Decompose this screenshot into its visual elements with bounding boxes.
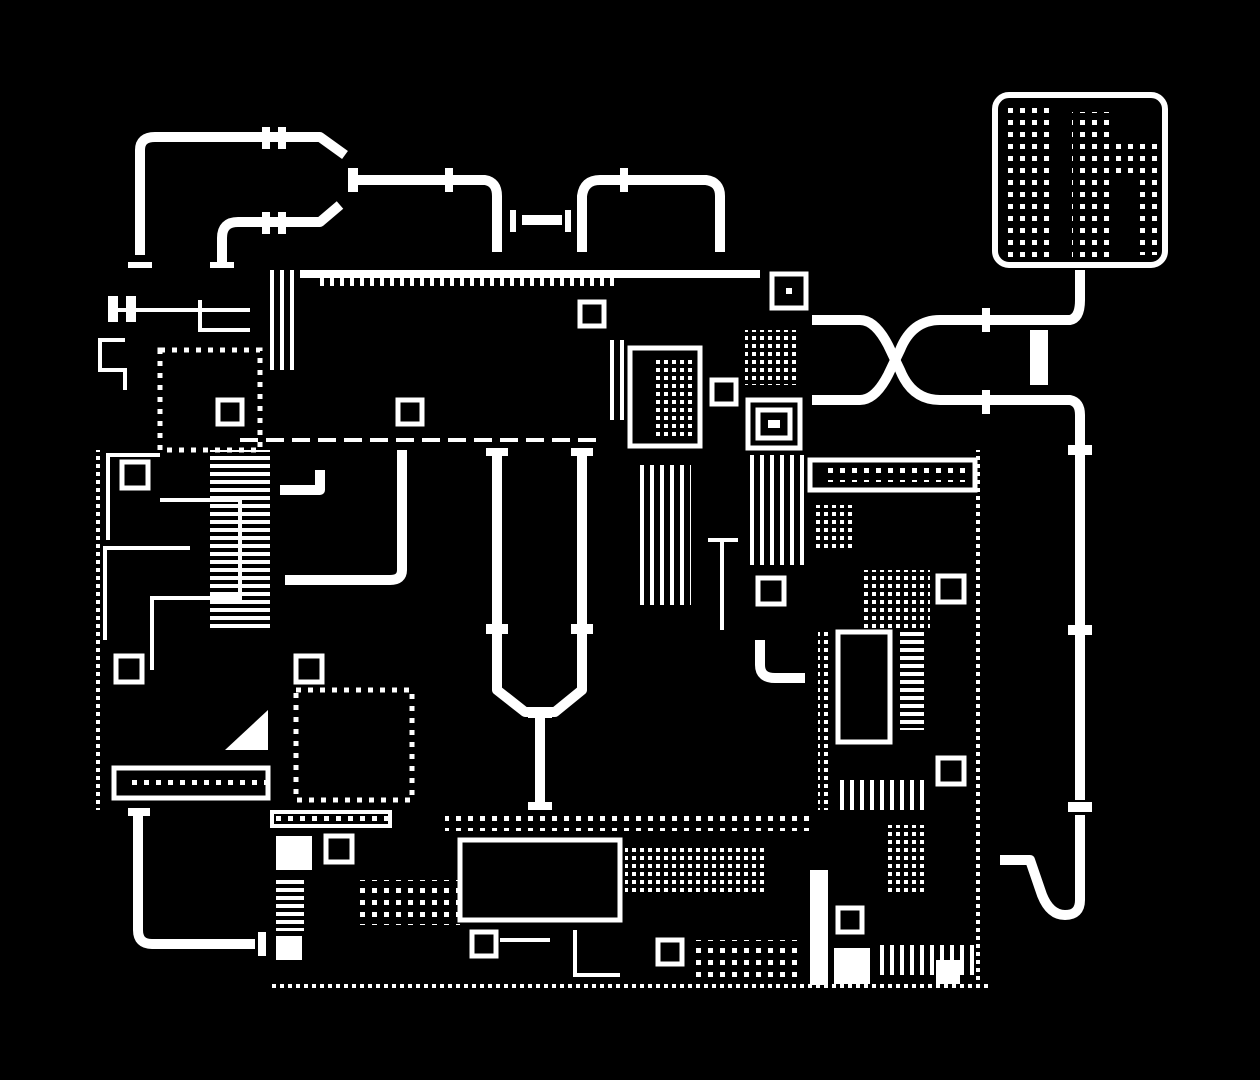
bottom-chip <box>457 837 623 923</box>
chip-pins-left <box>610 340 626 420</box>
bottom-dot-row <box>445 815 815 831</box>
right-board-edge <box>976 450 984 990</box>
pipe-stub <box>280 470 325 495</box>
pipe-hook <box>755 640 805 683</box>
hatch-b <box>860 570 930 630</box>
pipe-top-left-outer <box>135 132 348 255</box>
pipe-top-left-inner <box>217 201 344 265</box>
pipe-right-u <box>1000 815 1085 920</box>
pipe-cross-a <box>812 315 1085 800</box>
bottom-right-pins <box>878 945 974 975</box>
module-edge <box>818 630 828 810</box>
pipe-couplings <box>128 127 628 268</box>
resistor-cells <box>826 468 966 482</box>
sockets <box>113 271 967 984</box>
bottom-right-dots <box>885 825 925 895</box>
dot-cluster <box>745 330 800 385</box>
code-label-art <box>360 880 460 925</box>
display-panel <box>992 92 1168 268</box>
hatch-triangle <box>225 710 268 750</box>
resistor-bank <box>807 457 978 493</box>
bottom-board-edge <box>272 980 992 988</box>
module-leads <box>838 780 928 810</box>
left-bus <box>210 450 270 630</box>
terminal-b <box>126 296 136 322</box>
board-top-ticks <box>320 278 620 286</box>
socket-leads <box>748 455 804 565</box>
pipe-top-arch <box>577 175 725 252</box>
capacitor-cells <box>128 776 268 790</box>
chip-grid <box>655 358 695 440</box>
chip-outline <box>627 345 703 449</box>
left-traces <box>103 453 242 670</box>
pipe-cross-b <box>812 270 1085 405</box>
left-connector-bus <box>270 270 300 370</box>
pipe-left-loop <box>285 450 407 585</box>
bottom-hatch <box>625 845 765 895</box>
bottom-left-cap <box>258 932 266 956</box>
bottom-dots <box>690 940 800 980</box>
pipe-bottom-left <box>133 815 255 949</box>
left-board-edge <box>92 450 102 810</box>
y-couplings <box>486 448 593 810</box>
bottom-strip <box>270 810 392 828</box>
right-couplings <box>982 308 1092 812</box>
module-pins <box>900 630 924 730</box>
chip-leads <box>636 465 691 605</box>
bottom-traces <box>500 930 620 977</box>
probe <box>708 538 738 630</box>
pipe-top-middle <box>352 175 502 252</box>
board-top-rail <box>300 270 760 278</box>
bottom-left-coupling <box>128 808 150 816</box>
bottom-left-pins <box>276 876 304 931</box>
left-bracket <box>98 338 127 390</box>
tall-connector <box>810 870 828 985</box>
hatch-a <box>815 505 855 550</box>
dotted-frame-a <box>157 347 263 453</box>
terminal-a <box>108 296 118 322</box>
dotted-frame-b <box>293 687 415 803</box>
pipe-y-junction <box>492 455 587 717</box>
module-block <box>835 629 893 745</box>
